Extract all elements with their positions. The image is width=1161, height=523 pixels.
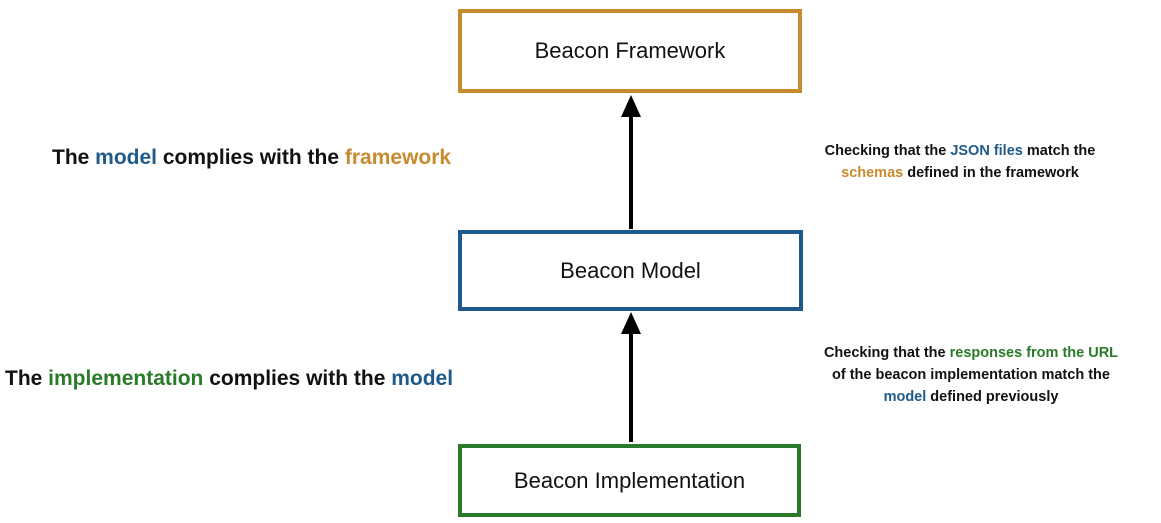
implementation-complies-model-label: The implementation complies with the mod… [5, 367, 454, 390]
arrow-model-to-framework [621, 95, 641, 229]
model-complies-framework-label: The model complies with the framework [52, 146, 452, 169]
framework-highlight: framework [344, 146, 452, 169]
json-files-highlight: JSON files [950, 143, 1023, 159]
model-highlight: model [95, 146, 158, 169]
url-response-check-note: Checking that the responses from the URL… [823, 345, 1119, 405]
beacon-model-label: Beacon Model [560, 257, 701, 283]
schemas-highlight: schemas [841, 165, 904, 181]
beacon-model-box: Beacon Model [458, 230, 803, 311]
arrow-implementation-to-model [621, 312, 641, 442]
implementation-highlight: implementation [48, 367, 204, 390]
json-schema-check-note: Checking that the JSON files match the s… [824, 143, 1096, 181]
model-highlight: model [391, 367, 454, 390]
beacon-implementation-label: Beacon Implementation [513, 467, 746, 493]
beacon-implementation-box: Beacon Implementation [458, 444, 801, 517]
beacon-framework-label: Beacon Framework [534, 38, 726, 63]
beacon-framework-box: Beacon Framework [458, 9, 802, 93]
responses-highlight: responses from the URL [949, 345, 1119, 361]
model-highlight: model [883, 389, 927, 405]
